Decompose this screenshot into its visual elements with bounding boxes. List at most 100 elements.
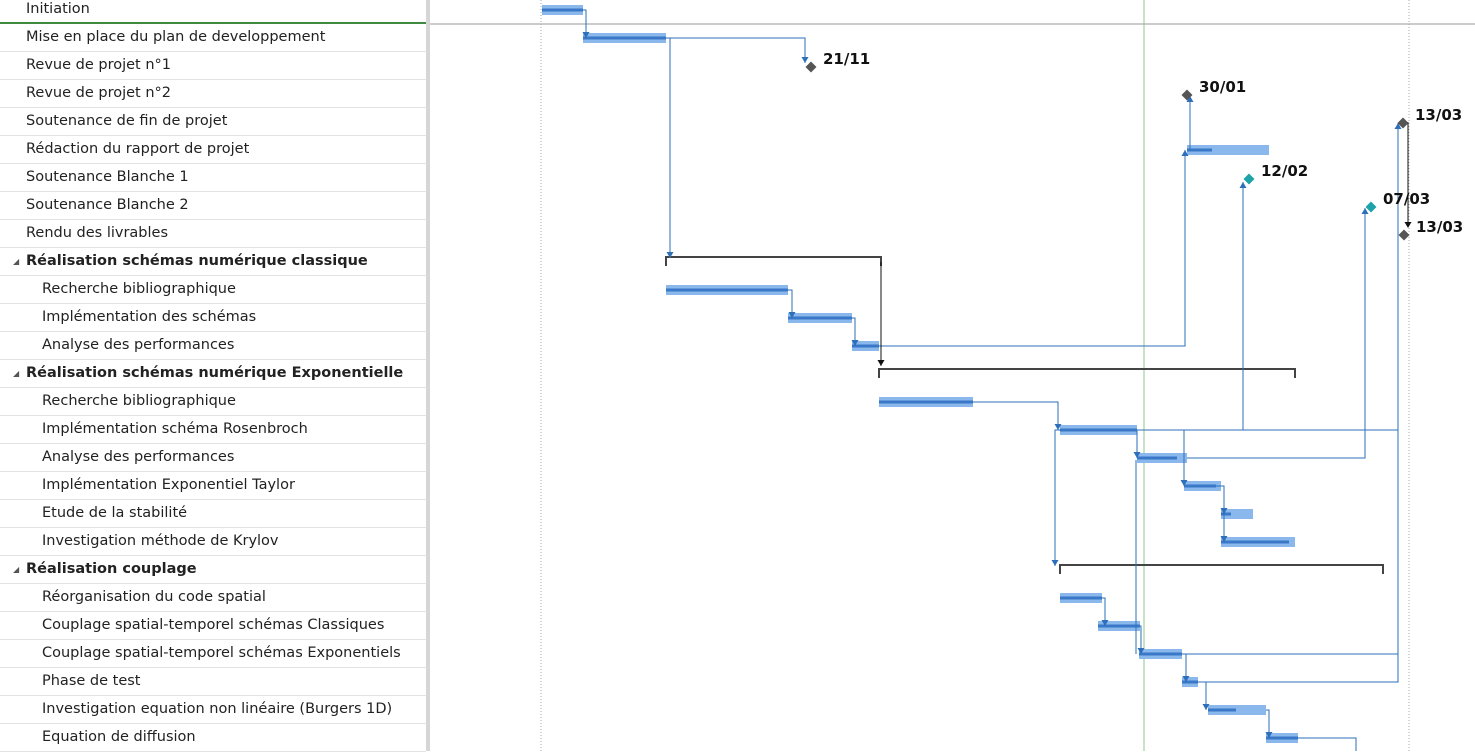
dependency-link	[1216, 485, 1225, 514]
task-bar-progress	[788, 316, 852, 320]
task-row[interactable]: Implémentation des schémas	[0, 304, 426, 332]
task-row[interactable]: Initiation	[0, 0, 426, 24]
task-bar-progress	[1060, 596, 1102, 600]
task-name: Phase de test	[42, 673, 141, 689]
link-arrowhead	[1220, 508, 1228, 514]
task-name: Initiation	[26, 1, 90, 17]
task-bar	[1187, 145, 1269, 155]
task-name: Equation de diffusion	[42, 729, 196, 745]
task-name: Revue de projet n°2	[26, 85, 172, 101]
task-row[interactable]: Rédaction du rapport de projet	[0, 136, 426, 164]
task-bar-progress	[1139, 652, 1182, 656]
task-name: Rédaction du rapport de projet	[26, 141, 250, 157]
dependency-link	[973, 401, 1059, 430]
dependency-link	[1198, 681, 1207, 710]
link-arrowhead	[1239, 182, 1247, 188]
task-bar	[1221, 509, 1253, 519]
task-name: Réorganisation du code spatial	[42, 589, 266, 605]
task-bar-progress	[1060, 428, 1137, 432]
task-row[interactable]: Implémentation schéma Rosenbroch	[0, 416, 426, 444]
link-arrowhead	[801, 57, 809, 63]
task-bar-progress	[1184, 484, 1216, 488]
task-bar-progress	[1098, 624, 1140, 628]
link-arrowhead	[1394, 123, 1402, 129]
task-bar-progress	[1187, 148, 1212, 152]
link-arrowhead	[1220, 536, 1228, 542]
collapse-caret-icon[interactable]: ◢	[13, 257, 20, 266]
link-arrowhead	[851, 340, 859, 346]
task-name: Rendu des livrables	[26, 225, 169, 241]
dependency-link	[879, 150, 1186, 347]
task-name: Analyse des performances	[42, 449, 235, 465]
task-row[interactable]: Soutenance Blanche 2	[0, 192, 426, 220]
task-name: Implémentation schéma Rosenbroch	[42, 421, 308, 437]
link-arrowhead	[1051, 560, 1059, 566]
task-name: Réalisation couplage	[26, 561, 197, 577]
dependency-link	[1298, 737, 1357, 751]
task-row[interactable]: Soutenance de fin de projet	[0, 108, 426, 136]
task-bar-progress	[852, 344, 879, 348]
task-row[interactable]: Analyse des performances	[0, 444, 426, 472]
task-row[interactable]: Investigation equation non linéaire (Bur…	[0, 696, 426, 724]
link-arrowhead	[1180, 480, 1188, 486]
collapse-caret-icon[interactable]: ◢	[13, 565, 20, 574]
dependency-link	[1140, 625, 1142, 654]
task-row[interactable]: Investigation méthode de Krylov	[0, 528, 426, 556]
task-name: Soutenance Blanche 2	[26, 197, 189, 213]
collapse-caret-icon[interactable]: ◢	[13, 369, 20, 378]
link-arrowhead	[1054, 424, 1062, 430]
task-bar-progress	[1221, 540, 1289, 544]
task-row[interactable]: Revue de projet n°2	[0, 80, 426, 108]
task-name: Implémentation des schémas	[42, 309, 257, 325]
milestone-diamond	[1181, 89, 1193, 101]
task-name: Recherche bibliographique	[42, 393, 236, 409]
task-bar-progress	[542, 8, 583, 12]
task-row[interactable]: Analyse des performances	[0, 332, 426, 360]
task-row[interactable]: Etude de la stabilité	[0, 500, 426, 528]
task-bar-progress	[1137, 456, 1177, 460]
task-row[interactable]: Implémentation Exponentiel Taylor	[0, 472, 426, 500]
link-arrowhead	[666, 252, 674, 258]
dependency-link	[1137, 182, 1244, 431]
task-row[interactable]: Revue de projet n°1	[0, 52, 426, 80]
link-arrowhead	[1202, 704, 1210, 710]
dependency-link	[1198, 654, 1399, 683]
summary-link-arrowhead	[877, 360, 885, 366]
milestone-date-label: 12/02	[1261, 162, 1309, 180]
summary-bar	[1059, 564, 1384, 574]
task-row[interactable]: Recherche bibliographique	[0, 388, 426, 416]
pane-splitter[interactable]	[426, 0, 430, 751]
task-name: Revue de projet n°1	[26, 57, 172, 73]
dependency-link	[666, 37, 806, 63]
summary-task-row[interactable]: ◢ Réalisation schémas numérique Exponenti…	[0, 360, 426, 388]
task-row[interactable]: Equation de diffusion	[0, 724, 426, 752]
task-row[interactable]: Réorganisation du code spatial	[0, 584, 426, 612]
task-name: Recherche bibliographique	[42, 281, 236, 297]
task-row[interactable]: Couplage spatial-temporel schémas Expone…	[0, 640, 426, 668]
summary-task-row[interactable]: ◢Réalisation schémas numérique classique	[0, 248, 426, 276]
milestone-diamond	[1243, 173, 1255, 185]
task-name: Réalisation schémas numérique Exponentie…	[26, 365, 404, 381]
summary-bar	[878, 368, 1296, 378]
dependency-link	[1221, 513, 1225, 542]
link-arrowhead	[1186, 96, 1194, 102]
task-row[interactable]: Recherche bibliographique	[0, 276, 426, 304]
task-name: Analyse des performances	[42, 337, 235, 353]
task-name: Mise en place du plan de developpement	[26, 29, 326, 45]
task-name: Investigation méthode de Krylov	[42, 533, 279, 549]
gantt-canvas	[430, 0, 1475, 751]
link-arrowhead	[582, 32, 590, 38]
task-row[interactable]: Mise en place du plan de developpement	[0, 24, 426, 52]
task-row[interactable]: Phase de test	[0, 668, 426, 696]
milestone-diamond	[1365, 201, 1377, 213]
task-row[interactable]: Rendu des livrables	[0, 220, 426, 248]
link-arrowhead	[1133, 452, 1141, 458]
dependency-link	[1054, 429, 1062, 566]
dependency-link	[1266, 709, 1270, 738]
task-row[interactable]: Couplage spatial-temporel schémas Classi…	[0, 612, 426, 640]
summary-task-row[interactable]: ◢ Réalisation couplage	[0, 556, 426, 584]
task-bar	[1208, 705, 1266, 715]
milestone-date-label: 07/03	[1383, 190, 1431, 208]
task-row[interactable]: Soutenance Blanche 1	[0, 164, 426, 192]
